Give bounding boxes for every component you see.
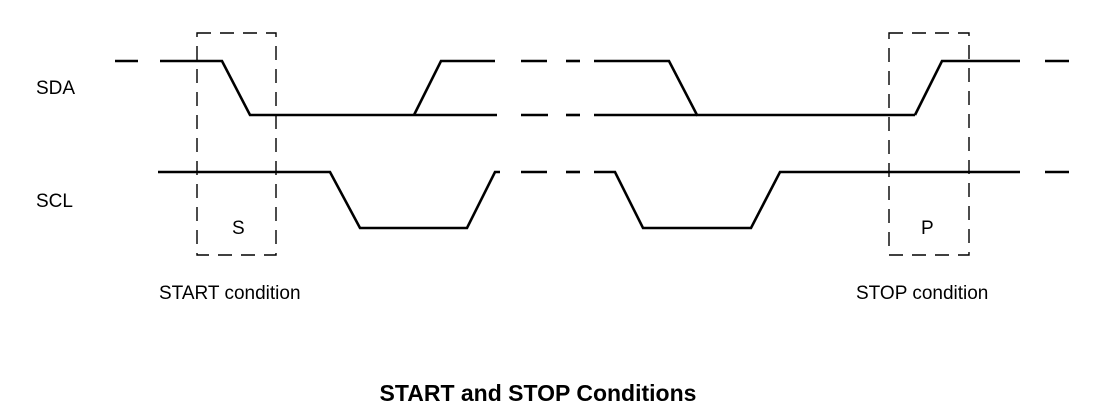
- sda-waveform: [115, 59, 1069, 117]
- diagram-caption: START and STOP Conditions: [380, 380, 697, 406]
- sda-data-fall-low: [594, 59, 915, 117]
- sda-signal-label: SDA: [36, 78, 75, 99]
- stop-condition-label: STOP condition: [856, 283, 988, 304]
- start-marker-s: S: [232, 218, 245, 239]
- stop-condition-box: [888, 32, 970, 256]
- scl-clock-pulse-2: [594, 170, 1020, 230]
- scl-signal-label: SCL: [36, 191, 73, 212]
- start-condition-label: START condition: [159, 283, 301, 304]
- stop-marker-p: P: [921, 218, 934, 239]
- sda-start-transition: [160, 59, 414, 117]
- scl-clock-pulse-1: [158, 170, 500, 230]
- start-condition-box: [196, 32, 277, 256]
- sda-stop-transition: [913, 59, 1020, 116]
- scl-waveform: [158, 170, 1069, 230]
- sda-data-rise-high: [412, 59, 495, 116]
